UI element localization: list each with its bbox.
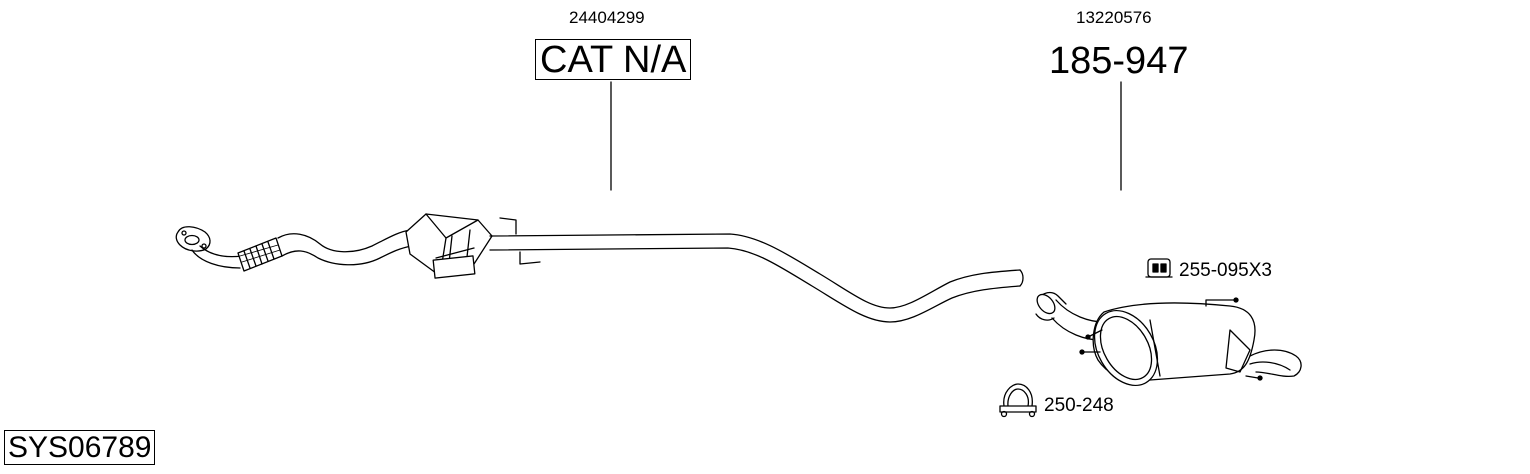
rubber-hanger-icon bbox=[1145, 258, 1173, 278]
part-number-catalyst[interactable]: CAT N/A bbox=[535, 39, 692, 80]
catalyst-assembly[interactable] bbox=[175, 213, 1024, 323]
accessory-label-clamp[interactable]: 250-248 bbox=[1044, 395, 1114, 416]
system-code: SYS06789 bbox=[4, 430, 156, 465]
oem-number-catalyst: 24404299 bbox=[569, 8, 645, 27]
rear-silencer[interactable] bbox=[1034, 291, 1302, 397]
accessory-label-hanger[interactable]: 255-095X3 bbox=[1179, 260, 1272, 281]
oem-number-rear-silencer: 13220576 bbox=[1076, 8, 1152, 27]
part-number-rear-silencer[interactable]: 185-947 bbox=[1049, 40, 1189, 82]
pipe-clamp-icon bbox=[999, 383, 1037, 418]
